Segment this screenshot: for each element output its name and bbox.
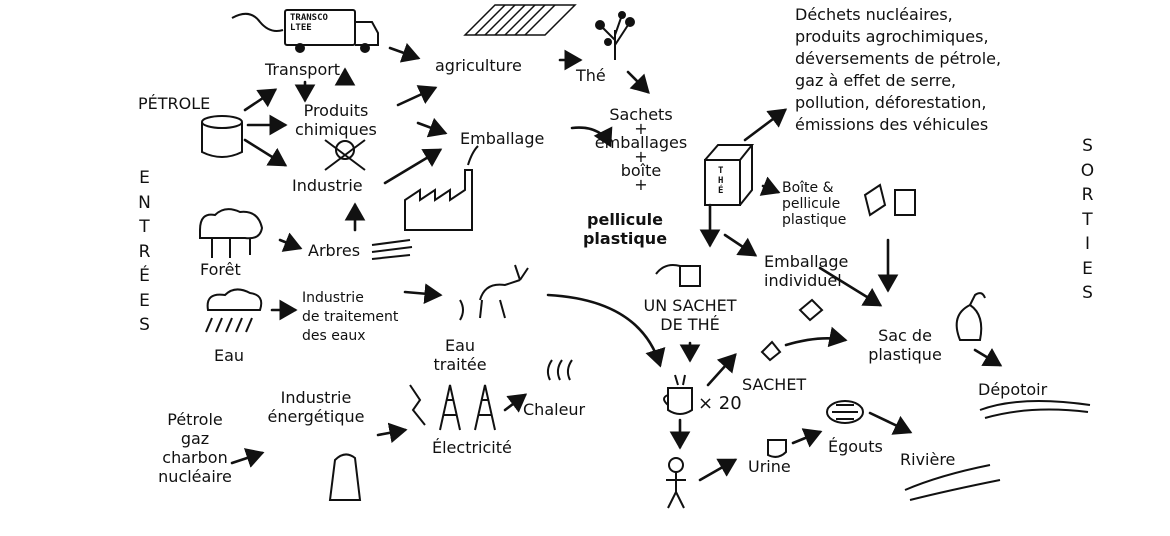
forest-icon (199, 208, 264, 258)
factory-icon (404, 145, 479, 231)
label-petrole: PÉTROLE (138, 94, 211, 113)
label-un-sachet: UN SACHET DE THÉ (643, 296, 737, 334)
toilet-icon (767, 439, 787, 458)
field-icon (463, 4, 577, 36)
label-sachets: Sachets + emballages + boîte + (594, 105, 688, 194)
pylons-icon (409, 384, 496, 431)
tea-cup-icon (663, 374, 693, 415)
person-icon (666, 457, 686, 509)
label-electricite: Électricité (432, 438, 512, 457)
label-agriculture: agriculture (435, 56, 522, 75)
tea-bag-icon (655, 264, 701, 287)
tea-plant-icon (595, 11, 635, 60)
label-riviere: Rivière (900, 450, 956, 469)
plastic-boxes-icon (863, 183, 916, 217)
sewer-grate-icon (826, 400, 864, 424)
label-dechets: Déchets nucléaires, produits agrochimiqu… (795, 5, 1002, 134)
heat-waves-icon (546, 359, 573, 381)
label-boite-pellicule: Boîte & pellicule plastique (782, 180, 847, 228)
label-chaleur: Chaleur (523, 400, 586, 419)
label-eau-traitee: Eau traitée (433, 336, 487, 374)
label-entrees: E N T R É E S (138, 168, 152, 335)
river-icon (904, 464, 1001, 501)
label-sac-plastique: Sac de plastique (868, 326, 942, 364)
label-pellicule: pellicule plastique (582, 210, 668, 248)
logs-icon (371, 239, 413, 260)
skull-icon (324, 139, 366, 171)
packet-icon (798, 298, 824, 322)
label-sources-energie: Pétrole gaz charbon nucléaire (158, 410, 232, 486)
label-emballage-individuel: Emballage individuel (764, 252, 849, 290)
label-industrie-eaux: Industrie de traitement des eaux (302, 290, 399, 344)
label-eau: Eau (214, 346, 245, 365)
truck-icon (231, 9, 379, 53)
tea-box-icon (704, 144, 755, 206)
label-egouts: Égouts (828, 437, 883, 456)
label-transport: Transport (265, 60, 341, 79)
landfill-icon (979, 400, 1091, 419)
truck-label: TRANSCO LTEE (290, 13, 328, 33)
label-produits-chimiques: Produits chimiques (295, 101, 377, 139)
label-industrie-energetique: Industrie énergétique (267, 388, 365, 426)
label-foret: Forêt (200, 260, 241, 279)
label-the: Thé (576, 66, 606, 85)
label-sorties: S O R T I E S (1080, 136, 1096, 303)
label-industrie: Industrie (292, 176, 363, 195)
plastic-bag-icon (955, 292, 986, 341)
arrows (230, 42, 1003, 482)
label-arbres: Arbres (308, 241, 361, 260)
label-x20: × 20 (698, 393, 742, 414)
oil-barrel-icon (201, 115, 243, 158)
label-depotoir: Dépotoir (978, 380, 1048, 399)
tea-box-label: T H É (718, 166, 724, 196)
label-sachet: SACHET (742, 375, 807, 394)
sachet-icon (760, 340, 782, 362)
illustrations (199, 4, 1091, 509)
label-urine: Urine (748, 457, 791, 476)
coal-bag-icon (328, 453, 362, 501)
label-emballage: Emballage (460, 129, 545, 148)
deer-icon (459, 264, 529, 321)
rain-cloud-icon (205, 288, 263, 333)
